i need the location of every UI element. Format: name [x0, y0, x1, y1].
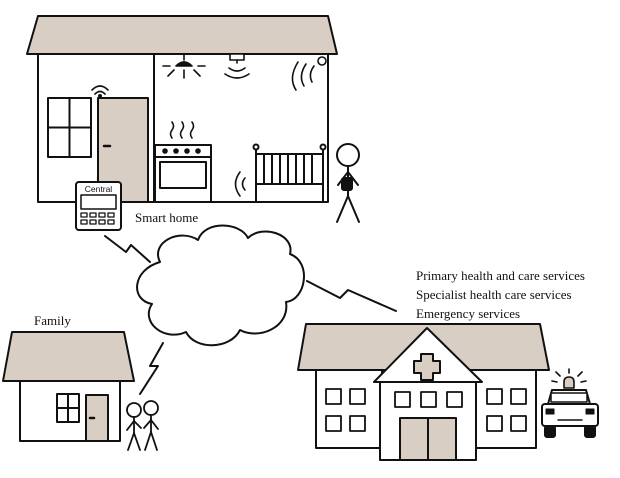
smart-home-building [26, 15, 338, 203]
door-sensor-signal-icon [91, 85, 109, 99]
hospital-windows-right [486, 388, 527, 432]
hospital-windows-center [394, 391, 463, 408]
personal-alarm-icon [341, 177, 353, 191]
family-label: Family [34, 313, 71, 328]
bed-sensor-signal-icon [234, 171, 246, 197]
ceiling-lamp-icon [162, 53, 206, 79]
service-label-specialist: Specialist health care services [416, 287, 572, 302]
siren-light-icon [551, 368, 587, 389]
family-people-icon [126, 400, 159, 451]
medical-cross-icon [413, 353, 441, 381]
resident-person-icon [336, 143, 360, 223]
smart-home-window [47, 97, 92, 158]
family-house-roof [2, 331, 135, 382]
family-house [2, 331, 135, 442]
bed-icon [252, 143, 327, 203]
hospital-entrance-door [399, 417, 457, 461]
family-house-window [56, 393, 80, 423]
network-cloud [136, 224, 305, 347]
ceiling-sensor-icon [224, 53, 250, 79]
hospital-left-wing [315, 369, 383, 449]
hospital-windows-left [325, 388, 366, 432]
service-label-primary: Primary health and care services [416, 268, 585, 283]
central-label: Central [85, 184, 113, 194]
smart-home-roof [26, 15, 338, 55]
family-house-door [85, 394, 109, 442]
link-cloud-family [139, 342, 164, 395]
stove-icon [154, 121, 212, 203]
hospital-building [297, 323, 550, 461]
wall-sensor-icon [291, 56, 327, 91]
central-unit-icon: Central [75, 181, 122, 231]
link-cloud-services [306, 280, 397, 312]
smart-home-label: Smart home [135, 210, 198, 225]
link-smart-home-cloud [104, 235, 151, 263]
ambulance-icon [541, 368, 599, 438]
service-label-emergency: Emergency services [416, 306, 520, 321]
